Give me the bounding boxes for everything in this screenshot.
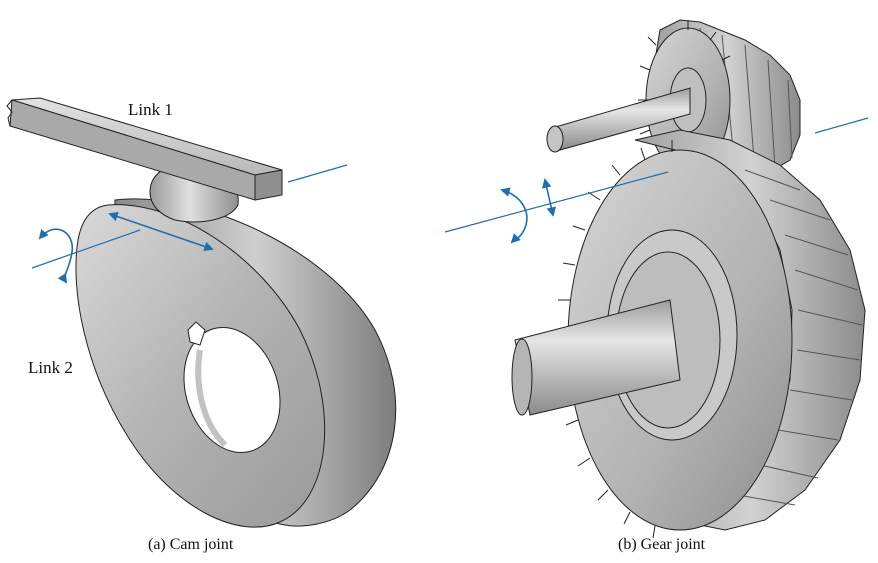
sliding-arrow — [108, 211, 214, 252]
gear-joint-illustration — [444, 19, 869, 539]
cam-keyway — [187, 321, 206, 346]
cam-contact-axis — [287, 164, 348, 183]
rotation-arrow — [38, 228, 73, 284]
caption-gear-joint: (b) Gear joint — [618, 536, 706, 553]
gear-axis-upper — [814, 117, 869, 134]
link-1-bar — [6, 97, 283, 201]
cam-joint-illustration — [6, 97, 397, 528]
link-1-label: Link 1 — [128, 100, 173, 119]
gear-rotation-arrow — [500, 187, 528, 244]
gear-translation-arrow — [542, 178, 556, 217]
caption-cam-joint: (a) Cam joint — [148, 536, 234, 553]
link-2-label: Link 2 — [28, 358, 73, 377]
gear-axis-lower — [444, 171, 669, 233]
